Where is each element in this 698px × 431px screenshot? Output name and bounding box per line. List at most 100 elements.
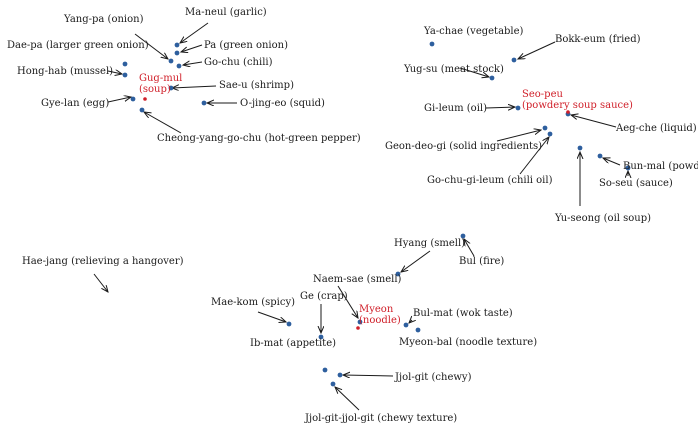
arrow-gi-leum bbox=[485, 107, 515, 108]
label-line: Gye-lan (egg) bbox=[41, 98, 109, 109]
arrow-jjol-git bbox=[343, 375, 394, 376]
label-line: Cheong-yang-go-chu (hot-green pepper) bbox=[157, 133, 361, 144]
term-label-hong-hab: Hong-hab (mussel) bbox=[17, 66, 113, 77]
term-label-bun-mal: Bun-mal (powder) bbox=[623, 161, 698, 172]
arrow-mae-kom bbox=[257, 311, 286, 322]
label-line: Jjol-git-jjol-git (chewy texture) bbox=[304, 413, 457, 424]
term-label-hae-jang: Hae-jang (relieving a hangover) bbox=[22, 256, 184, 267]
dot-gug-mul bbox=[143, 97, 147, 101]
dot-ib-mat bbox=[322, 367, 328, 373]
dot-mae-kom bbox=[286, 321, 292, 327]
arrow-naem-sae bbox=[337, 285, 358, 318]
arrow-sae-u bbox=[172, 86, 217, 88]
label-line: Ib-mat (appetite) bbox=[250, 338, 336, 349]
label-line: (powdery soup sauce) bbox=[522, 100, 633, 111]
dot-yang-pa bbox=[168, 58, 174, 64]
label-line: Bun-mal (powder) bbox=[623, 161, 698, 172]
label-line: (soup) bbox=[139, 84, 171, 95]
label-line: Sae-u (shrimp) bbox=[219, 80, 294, 91]
dot-so-seu bbox=[625, 165, 631, 171]
label-line: Naem-sae (smell) bbox=[313, 274, 402, 285]
term-label-bul: Bul (fire) bbox=[459, 256, 504, 267]
label-line: Yu-seong (oil soup) bbox=[554, 213, 651, 224]
term-label-naem-sae: Naem-sae (smell) bbox=[313, 274, 402, 285]
arrow-pa bbox=[181, 44, 203, 52]
term-label-bul-mat: Bul-mat (wok taste) bbox=[413, 308, 513, 319]
center-label-gug-mul: Gug-mul(soup) bbox=[139, 73, 182, 95]
term-label-aeg-che: Aeg-che (liquid) bbox=[615, 123, 697, 134]
term-label-hyang: Hyang (smell) bbox=[394, 238, 465, 249]
dot-dae-pa bbox=[122, 61, 128, 67]
term-label-yang-pa: Yang-pa (onion) bbox=[63, 14, 144, 25]
dot-seo-peu bbox=[566, 110, 570, 114]
label-line: Bul (fire) bbox=[459, 256, 504, 267]
label-line: Myeon-bal (noodle texture) bbox=[399, 337, 537, 348]
label-line: Mae-kom (spicy) bbox=[211, 297, 295, 308]
dot-bun-mal bbox=[597, 153, 603, 159]
term-label-yug-su: Yug-su (meat stock) bbox=[403, 64, 504, 75]
term-label-go-chu-gi-leum: Go-chu-gi-leum (chili oil) bbox=[427, 175, 553, 186]
arrow-bokk-eum bbox=[518, 41, 556, 59]
label-line: Dae-pa (larger green onion) bbox=[7, 40, 149, 51]
dot-naem-sae bbox=[357, 319, 363, 325]
dot-go-chu bbox=[176, 63, 182, 69]
term-label-ge: Ge (crap) bbox=[300, 291, 348, 302]
arrow-yug-su bbox=[459, 67, 489, 77]
label-line: Ya-chae (vegetable) bbox=[423, 26, 524, 37]
term-label-o-jing-eo: O-jing-eo (squid) bbox=[240, 98, 325, 109]
term-dots bbox=[122, 41, 631, 387]
label-line: Ma-neul (garlic) bbox=[185, 7, 267, 18]
label-line: Yang-pa (onion) bbox=[63, 14, 144, 25]
dot-go-chu-gi-leum bbox=[547, 131, 553, 137]
label-line: Yug-su (meat stock) bbox=[403, 64, 504, 75]
label-line: Aeg-che (liquid) bbox=[615, 123, 697, 134]
label-line: Go-chu (chili) bbox=[204, 57, 273, 68]
dot-bul bbox=[460, 233, 466, 239]
label-line: Hong-hab (mussel) bbox=[17, 66, 113, 77]
dot-myeon-bal bbox=[415, 327, 421, 333]
term-label-jjol-git: Jjol-git (chewy) bbox=[394, 372, 472, 383]
label-line: Pa (green onion) bbox=[204, 40, 288, 51]
arrow-aeg-che bbox=[571, 115, 617, 128]
dot-myeon bbox=[356, 326, 360, 330]
label-line: (noodle) bbox=[359, 315, 401, 326]
label-line: Gug-mul bbox=[139, 73, 182, 84]
dot-hyang bbox=[395, 271, 401, 277]
arrow-bul bbox=[464, 239, 475, 257]
label-line: Go-chu-gi-leum (chili oil) bbox=[427, 175, 553, 186]
dot-jjol-git-jjol-git bbox=[330, 381, 336, 387]
dot-gye-lan bbox=[130, 96, 136, 102]
arrow-hong-hab bbox=[107, 71, 122, 74]
term-label-so-seu: So-seu (sauce) bbox=[599, 178, 673, 189]
center-label-myeon: Myeon(noodle) bbox=[359, 304, 401, 326]
label-line: Geon-deo-gi (solid ingredients) bbox=[385, 141, 542, 152]
label-line: Bokk-eum (fried) bbox=[555, 34, 641, 45]
arrow-jjol-git-jjol-git bbox=[335, 387, 360, 411]
label-line: Seo-peu bbox=[522, 89, 563, 100]
term-label-pa: Pa (green onion) bbox=[204, 40, 288, 51]
dot-geon-deo-gi bbox=[542, 125, 548, 131]
dot-ma-neul bbox=[174, 42, 180, 48]
association-links bbox=[93, 22, 628, 411]
term-label-ma-neul: Ma-neul (garlic) bbox=[185, 7, 267, 18]
term-label-yu-seong: Yu-seong (oil soup) bbox=[554, 213, 651, 224]
dot-o-jing-eo bbox=[201, 100, 207, 106]
label-line: Hyang (smell) bbox=[394, 238, 465, 249]
label-line: Hae-jang (relieving a hangover) bbox=[22, 256, 184, 267]
term-label-geon-deo-gi: Geon-deo-gi (solid ingredients) bbox=[385, 141, 542, 152]
dot-yu-seong bbox=[577, 145, 583, 151]
arrow-go-chu bbox=[183, 62, 203, 65]
label-line: Ge (crap) bbox=[300, 291, 348, 302]
term-label-bokk-eum: Bokk-eum (fried) bbox=[555, 34, 641, 45]
dot-yug-su bbox=[489, 75, 495, 81]
dot-hong-hab bbox=[122, 72, 128, 78]
label-line: Gi-leum (oil) bbox=[424, 103, 487, 114]
term-label-dae-pa: Dae-pa (larger green onion) bbox=[7, 40, 149, 51]
arrow-hae-jang bbox=[93, 273, 108, 292]
arrow-yang-pa bbox=[134, 33, 168, 59]
label-line: O-jing-eo (squid) bbox=[240, 98, 325, 109]
term-label-sae-u: Sae-u (shrimp) bbox=[219, 80, 294, 91]
dot-ya-chae bbox=[429, 41, 435, 47]
dot-sae-u bbox=[168, 85, 174, 91]
